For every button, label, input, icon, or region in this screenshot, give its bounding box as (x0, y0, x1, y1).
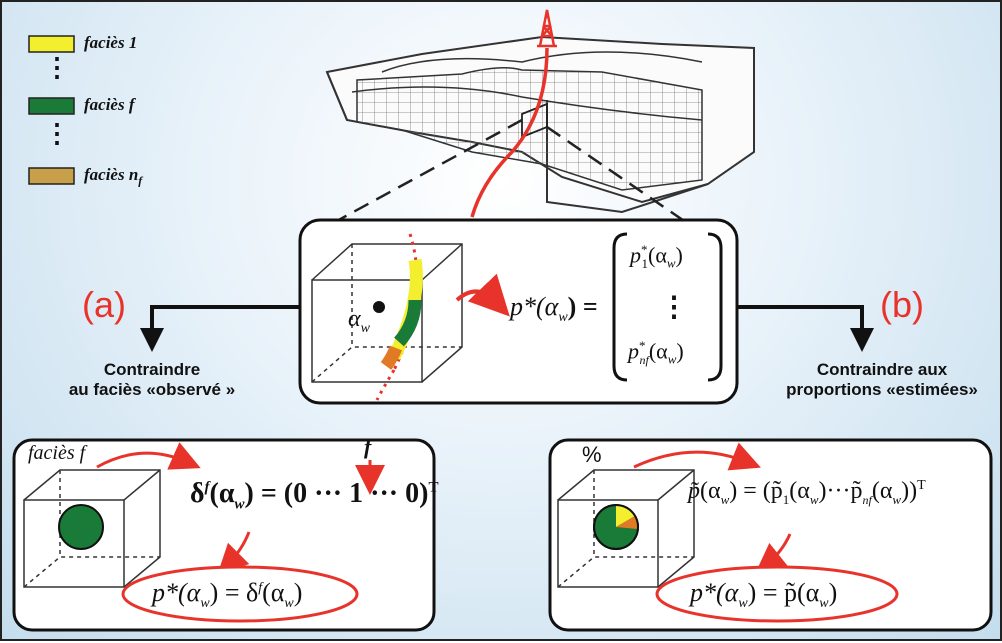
branch-b-caption: Contraindre aux proportions «estimées» (762, 360, 1002, 400)
legend-swatch-facies-1 (28, 35, 75, 53)
well-trajectory (470, 47, 549, 218)
branch-b-arrow (737, 305, 864, 342)
central-panel (298, 218, 739, 405)
branch-b-caption-line2: proportions «estimées» (786, 380, 978, 399)
panel-a-cube (23, 469, 161, 588)
panel-a-result: p*(αw) = δf(αw) (152, 578, 303, 612)
point-alpha-w-label: αw (348, 306, 370, 336)
panel-b-cube-label: % (582, 442, 602, 467)
central-equation-lhs: p*(αw) = (510, 292, 598, 326)
panel-a-facies-disc (58, 504, 104, 550)
branch-a-caption-line1: Contraindre (103, 360, 201, 379)
reservoir-block (325, 35, 755, 214)
panel-a-result-oval (121, 565, 359, 623)
point-alpha-w (373, 301, 385, 313)
central-red-arrow (455, 273, 510, 317)
central-cube (311, 243, 463, 383)
derrick-icon (537, 9, 557, 48)
branch-a-caption: Contraindre au faciès «observé » (42, 360, 262, 400)
panel-a-cube-label: faciès f (28, 442, 86, 464)
branch-b-tag: (b) (880, 284, 924, 325)
panel-b-result: p*(αw) = p̃(αw) (690, 578, 838, 612)
panel-b-result-oval (655, 565, 899, 623)
zoom-line-right (546, 125, 713, 242)
legend-swatch-facies-f (28, 97, 75, 115)
vector-dots: ⋮ (660, 291, 688, 322)
panel-a-f-marker: f (364, 434, 372, 459)
branch-a-caption-line2: au faciès «observé » (68, 380, 236, 399)
panel-b-proportion-pie (593, 504, 639, 550)
legend-ellipsis-1: ⋮ (44, 52, 70, 82)
legend-swatch-facies-nf (28, 167, 75, 185)
panel-a-equation: δf(αw) = (0 ··· 1 ··· 0)T (190, 478, 439, 513)
vector-bottom-entry: p*nf(αw) (628, 338, 684, 367)
branch-a-arrow (150, 305, 300, 342)
panel-b-equation: p̃(αw) = (p̃1(αw)···p̃nf(αw))T (688, 478, 926, 507)
legend-ellipsis-2: ⋮ (44, 118, 70, 148)
legend-label-facies-f: faciès f (84, 95, 135, 114)
branch-b-caption-line1: Contraindre aux (816, 360, 948, 379)
vector-top-entry: p*1(αw) (630, 242, 683, 271)
panel-b-cube (557, 469, 695, 588)
legend-label-facies-nf: faciès nf (84, 165, 143, 188)
branch-a-tag: (a) (82, 284, 126, 325)
legend-label-facies-1: faciès 1 (84, 33, 138, 52)
